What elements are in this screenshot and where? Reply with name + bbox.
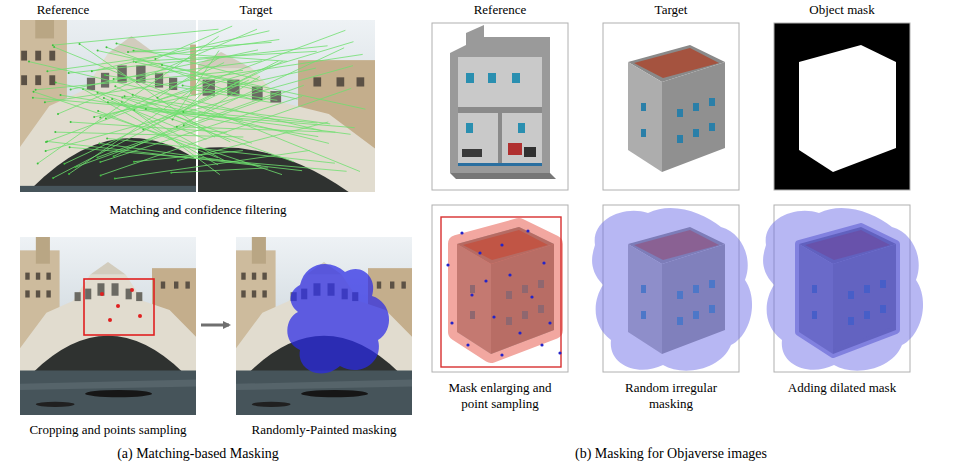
match-point	[52, 44, 54, 46]
match-line	[71, 50, 258, 90]
match-point	[69, 146, 71, 148]
match-line	[184, 76, 260, 125]
subfigure-caption: (a) Matching-based Masking	[38, 445, 358, 462]
match-point	[93, 116, 95, 118]
match-point	[97, 92, 99, 94]
match-point	[97, 50, 99, 52]
match-point	[97, 110, 99, 112]
match-line	[107, 138, 335, 163]
match-point	[55, 82, 57, 84]
match-line	[80, 44, 216, 137]
match-point	[46, 70, 48, 72]
match-point	[111, 98, 113, 100]
match-point	[99, 117, 101, 119]
match-point	[156, 97, 158, 99]
match-point	[103, 97, 105, 99]
step-caption: Randomly-Painted masking	[224, 422, 424, 438]
match-point	[33, 91, 35, 93]
match-point	[60, 94, 62, 96]
match-line	[114, 48, 345, 157]
match-line	[55, 132, 243, 137]
match-line	[128, 42, 272, 52]
match-point	[70, 121, 72, 123]
match-point	[132, 94, 134, 96]
match-point	[79, 43, 81, 45]
match-line	[71, 122, 227, 132]
match-point	[124, 95, 126, 97]
match-point	[114, 178, 116, 180]
match-line	[173, 51, 220, 120]
step-caption: Adding dilated mask	[762, 380, 922, 396]
match-line	[171, 168, 268, 173]
subfigure-caption: (b) Masking for Objaverse images	[501, 445, 841, 462]
match-point	[114, 85, 116, 87]
match-point	[35, 89, 37, 91]
match-line	[92, 31, 270, 72]
match-point	[183, 124, 185, 126]
image-header: Reference	[3, 2, 123, 18]
match-point	[91, 70, 93, 72]
match-point	[113, 155, 115, 157]
step-caption: Cropping and points sampling	[8, 422, 208, 438]
match-point	[45, 150, 47, 152]
match-line	[46, 30, 345, 142]
match-point	[145, 108, 147, 110]
match-point	[127, 51, 129, 53]
match-line	[75, 85, 304, 167]
match-line	[53, 61, 278, 178]
match-point	[46, 140, 48, 142]
match-point	[96, 156, 98, 158]
match-line	[114, 61, 262, 79]
match-point	[57, 113, 59, 115]
match-point	[32, 97, 34, 99]
match-line	[134, 110, 354, 128]
match-line	[46, 66, 353, 151]
image-header: Reference	[435, 2, 565, 18]
match-point	[54, 131, 56, 133]
match-point	[182, 111, 184, 113]
match-line	[100, 42, 353, 118]
match-point	[172, 119, 174, 121]
match-line	[47, 141, 302, 170]
match-line	[108, 102, 351, 134]
match-point	[100, 174, 102, 176]
match-point	[154, 58, 156, 60]
match-point	[53, 46, 55, 48]
image-header: Target	[606, 2, 736, 18]
match-point	[52, 177, 54, 179]
match-point	[104, 74, 106, 76]
match-point	[99, 142, 101, 144]
step-caption: Mask enlarging and point sampling	[435, 380, 565, 412]
match-point	[161, 64, 163, 66]
match-point	[37, 162, 39, 164]
match-point	[177, 160, 179, 162]
match-point	[68, 173, 70, 175]
image-header: Target	[196, 2, 316, 18]
match-point	[170, 172, 172, 174]
step-caption: Random irregular masking	[611, 380, 731, 412]
match-point	[182, 85, 184, 87]
match-point	[99, 161, 101, 163]
match-line	[177, 127, 336, 133]
match-point	[70, 88, 72, 90]
step-caption: Matching and confidence filtering	[48, 202, 348, 218]
match-line	[157, 58, 219, 98]
match-point	[106, 46, 108, 48]
match-point	[107, 101, 109, 103]
match-line	[58, 29, 257, 114]
match-point	[68, 72, 70, 74]
match-point	[44, 101, 46, 103]
match-point	[28, 61, 30, 63]
match-point	[116, 42, 118, 44]
image-header: Object mask	[777, 2, 907, 18]
match-point	[133, 161, 135, 163]
match-point	[176, 126, 178, 128]
match-point	[106, 137, 108, 139]
match-point	[74, 166, 76, 168]
match-point	[63, 163, 65, 165]
